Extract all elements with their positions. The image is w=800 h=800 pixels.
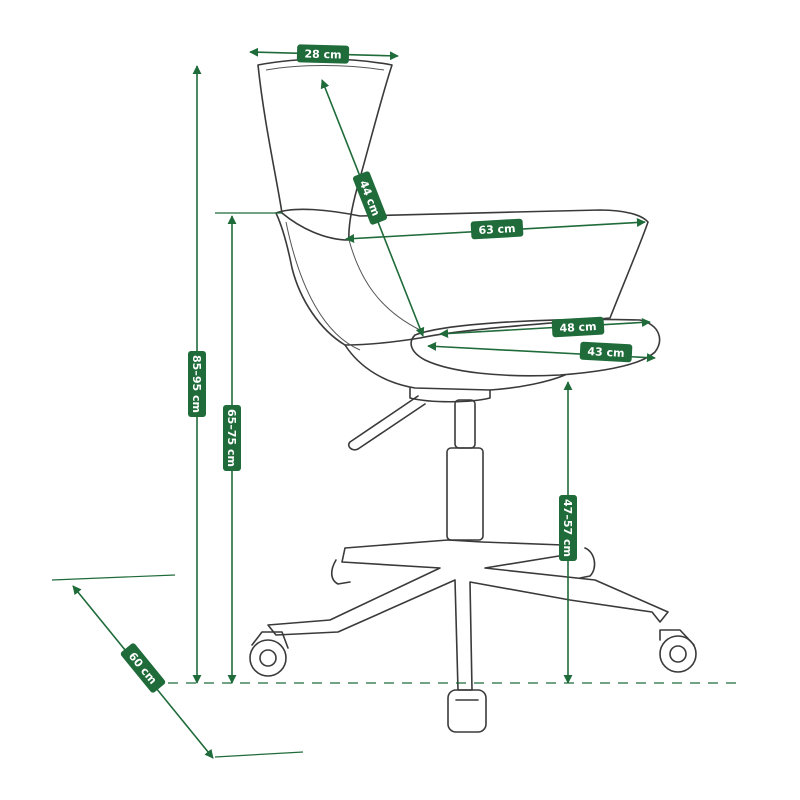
- dim-seat-depth-label: 43 cm: [579, 341, 633, 363]
- gas-lift-upper: [454, 399, 476, 449]
- caster-front-right: [659, 629, 697, 673]
- dim-seat-height-label-box: [559, 495, 577, 561]
- armrest-left-inner: [348, 239, 421, 331]
- dim-seat-width-line: [439, 317, 651, 339]
- dim-seat-depth-label-box: [579, 341, 633, 363]
- dim-backrest-width-label: 28 cm: [296, 44, 350, 64]
- dim-armrest-height-label: 65–75 cm: [223, 405, 241, 471]
- dim-backrest-height-label: 44 cm: [352, 171, 388, 225]
- dim-base-depth-label: 60 cm: [120, 643, 166, 693]
- dim-total-height-label-box: [188, 351, 206, 417]
- armrest-inner-edge: [285, 221, 361, 351]
- gas-lift-cylinder: [446, 447, 484, 541]
- dim-backrest-height-label-box: [352, 171, 388, 225]
- dim-seat-height-label: 47–57 cm: [559, 495, 577, 561]
- dim-seat-height-label-text: 47–57 cm: [561, 499, 574, 557]
- dim-armrest-width-label-text: 63 cm: [478, 222, 516, 237]
- dim-backrest-width-label-text: 28 cm: [304, 48, 341, 62]
- dim-base-depth-label-box: [120, 643, 166, 693]
- caster-back-left: [330, 559, 351, 585]
- seat-underside: [344, 344, 566, 391]
- seat-mount: [409, 387, 491, 403]
- dim-seat-width-label-text: 48 cm: [559, 320, 597, 335]
- dim-armrest-height-label-box: [223, 405, 241, 471]
- caster-front-left: [249, 631, 289, 677]
- height-lever: [347, 395, 426, 451]
- dim-armrest-height-label-text: 65–75 cm: [225, 409, 238, 467]
- dim-seat-width-label: 48 cm: [551, 316, 605, 338]
- dim-seat-width-label-box: [551, 316, 605, 338]
- dim-armrest-width-label-box: [470, 218, 524, 240]
- backrest-inner-edge: [265, 65, 385, 71]
- dim-armrest-width-label: 63 cm: [470, 218, 524, 240]
- ext-floor-left-bot: [214, 751, 304, 758]
- chair-outline: [249, 58, 697, 733]
- dim-total-height-label: 85–95 cm: [188, 351, 206, 417]
- dimension-lines: 28 cm 44 cm 63 cm 48 cm 43 cm 85–95 cm 65–75 c…: [51, 44, 740, 759]
- dim-seat-depth-label-text: 43 cm: [587, 345, 625, 360]
- dim-backrest-width-label-box: [296, 44, 350, 64]
- caster-front-center: [447, 689, 487, 733]
- caster-back-right: [579, 547, 596, 579]
- dim-total-height-label-text: 85–95 cm: [190, 355, 203, 413]
- star-base: [267, 539, 669, 691]
- ext-floor-left-top: [51, 574, 176, 581]
